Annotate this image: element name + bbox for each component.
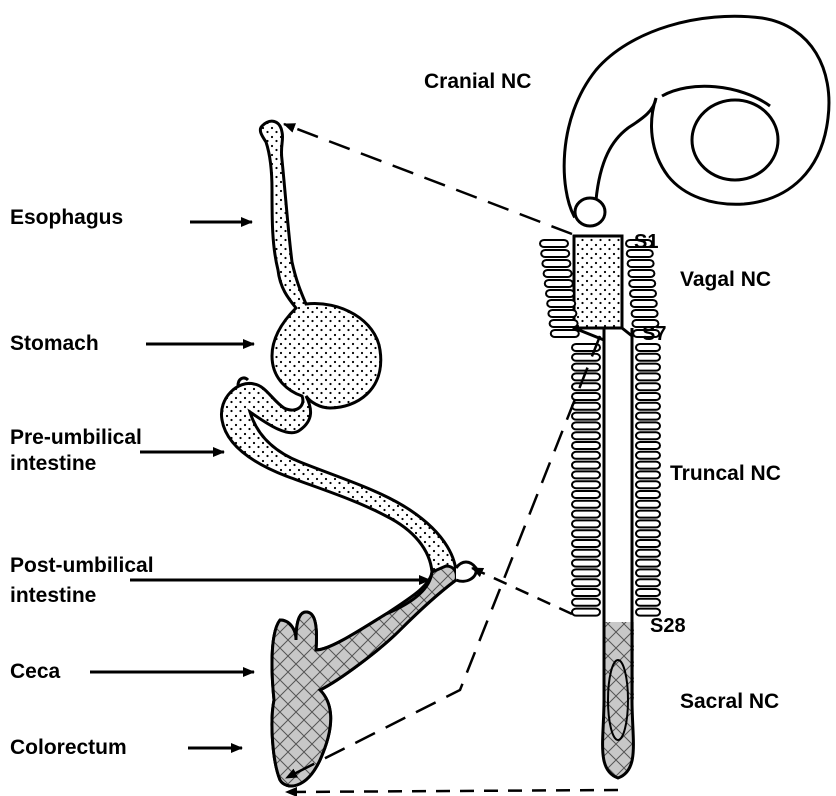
vagal-to-esophagus-arrow xyxy=(284,124,572,234)
somite-block xyxy=(630,290,656,297)
somite-block xyxy=(542,260,570,267)
somite-block xyxy=(572,354,600,361)
somite-block xyxy=(572,501,600,508)
pre-umbilical-label-line1: Pre-umbilical xyxy=(10,426,142,450)
somite-block xyxy=(636,364,660,371)
somite-block xyxy=(551,330,579,337)
otic-vesicle xyxy=(575,198,605,226)
somite-block xyxy=(636,373,660,380)
pre-umbilical-label-line2: intestine xyxy=(10,452,96,476)
somite-block xyxy=(636,403,660,410)
somite-block xyxy=(540,240,568,247)
embryo-head xyxy=(564,16,829,216)
somite-block xyxy=(544,270,572,277)
somite-block xyxy=(572,462,600,469)
somite-block xyxy=(572,569,600,576)
somite-block xyxy=(546,290,574,297)
somite-block xyxy=(545,280,573,287)
somite-block xyxy=(636,579,660,586)
somite-block xyxy=(572,560,600,567)
sacral-to-colorectum-arrow xyxy=(286,790,618,792)
somite-block xyxy=(572,481,600,488)
cranial-nc-label: Cranial NC xyxy=(424,70,531,94)
somite-block xyxy=(550,320,578,327)
somite-block xyxy=(636,471,660,478)
somite-block xyxy=(572,442,600,449)
somite-block xyxy=(632,310,658,317)
somite-block xyxy=(572,491,600,498)
somite-block xyxy=(572,520,600,527)
colorectum-crosshatch xyxy=(272,566,456,786)
somite-block xyxy=(572,579,600,586)
somite-block xyxy=(572,550,600,557)
somite-block xyxy=(572,393,600,400)
truncal-to-post-umbilical-arrow xyxy=(472,568,572,614)
post-umbilical-label-line2: intestine xyxy=(10,584,96,608)
sacral-nc-label: Sacral NC xyxy=(680,690,779,714)
post-umbilical-stub xyxy=(456,562,476,581)
somite-block xyxy=(636,569,660,576)
somite-block xyxy=(636,452,660,459)
somite-block xyxy=(572,422,600,429)
somite-block xyxy=(636,540,660,547)
somite-block xyxy=(636,589,660,596)
somite-block xyxy=(636,442,660,449)
esophagus-label: Esophagus xyxy=(10,206,123,230)
somite-block xyxy=(572,511,600,518)
somite-block xyxy=(636,560,660,567)
somite-block xyxy=(572,589,600,596)
somite-block xyxy=(572,383,600,390)
esophagus-tube xyxy=(221,121,456,786)
somite-block xyxy=(636,599,660,606)
somite-block xyxy=(572,403,600,410)
somite-block xyxy=(541,250,569,257)
somite-block xyxy=(572,599,600,606)
somite-block xyxy=(636,432,660,439)
somite-block xyxy=(636,491,660,498)
somite-block xyxy=(636,393,660,400)
colorectum-label: Colorectum xyxy=(10,736,127,760)
somite-block xyxy=(548,310,576,317)
post-umbilical-label-line1: Post-umbilical xyxy=(10,554,154,578)
truncal-nc-label: Truncal NC xyxy=(670,462,781,486)
somite-block xyxy=(636,481,660,488)
somite-block xyxy=(628,260,654,267)
somite-block xyxy=(572,432,600,439)
vagal-region xyxy=(574,236,622,328)
somite-block xyxy=(572,452,600,459)
somite-block xyxy=(572,471,600,478)
somite-block xyxy=(636,501,660,508)
somite-block xyxy=(636,520,660,527)
somite-block xyxy=(636,462,660,469)
eye-ellipse xyxy=(692,100,778,180)
somite-s1-label: S1 xyxy=(634,230,658,254)
somite-block xyxy=(629,280,655,287)
migration-paths xyxy=(284,124,618,792)
somite-block xyxy=(636,413,660,420)
somite-block xyxy=(572,530,600,537)
somite-block xyxy=(547,300,575,307)
somite-block xyxy=(572,540,600,547)
label-arrows xyxy=(90,222,430,748)
somite-block xyxy=(636,422,660,429)
somite-block xyxy=(636,354,660,361)
stomach-label: Stomach xyxy=(10,332,99,356)
somite-s28-label: S28 xyxy=(650,614,686,638)
somite-block xyxy=(636,530,660,537)
somite-block xyxy=(631,300,657,307)
vagal-nc-label: Vagal NC xyxy=(680,268,771,292)
somite-block xyxy=(636,550,660,557)
somite-block xyxy=(572,413,600,420)
ceca-label: Ceca xyxy=(10,660,60,684)
somite-block xyxy=(572,609,600,616)
somite-s7-label: S7 xyxy=(642,322,666,346)
somite-block xyxy=(636,383,660,390)
gut xyxy=(221,121,476,786)
somite-block xyxy=(636,511,660,518)
somite-block xyxy=(628,270,654,277)
